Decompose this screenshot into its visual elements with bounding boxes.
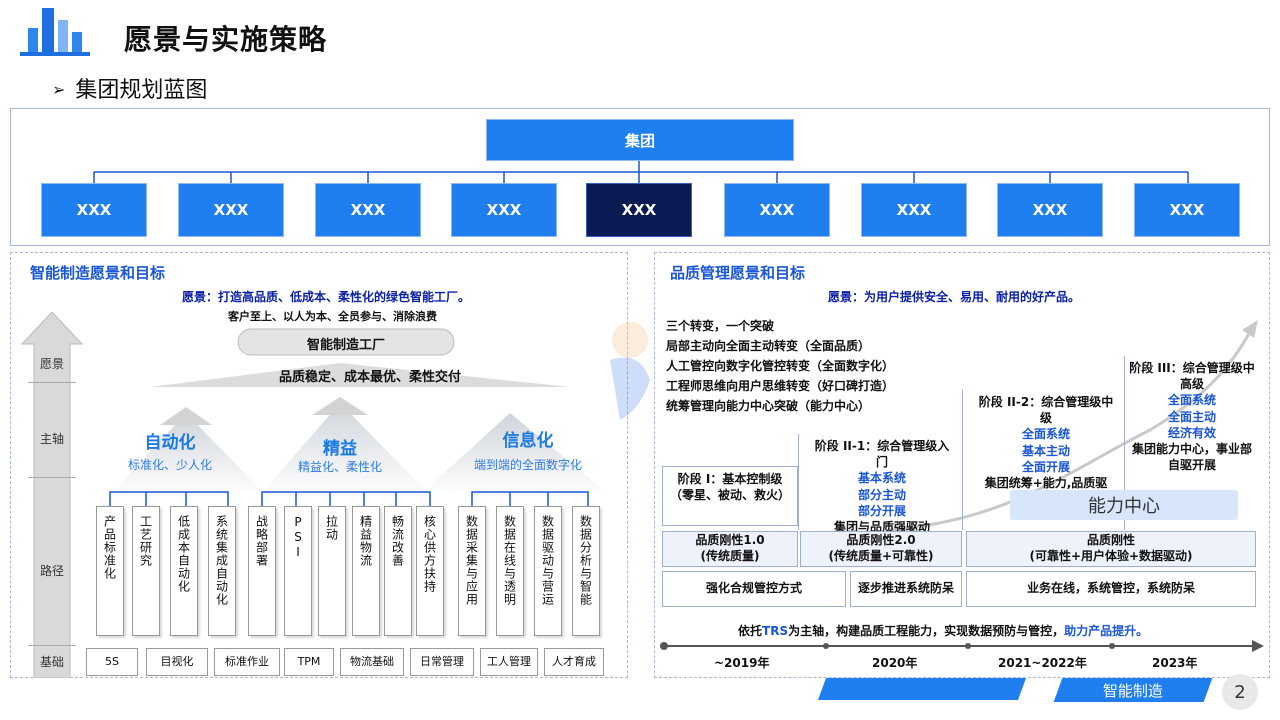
growth-curve (610, 320, 1258, 532)
path-item: 系统集成自动化 (208, 506, 236, 636)
org-connectors (93, 160, 1189, 183)
path-item: 数据驱动与营运 (534, 506, 562, 636)
org-child: XXX (178, 183, 284, 237)
measure-box: 业务在线，系统管控，系统防呆 (966, 571, 1256, 607)
base-item: 目视化 (146, 648, 208, 676)
path-brackets (109, 491, 589, 506)
year-label: 2023年 (1152, 656, 1198, 670)
base-item: 日常管理 (410, 648, 474, 676)
smart-manufacturing-panel (10, 252, 628, 678)
path-item: 数据采集与应用 (458, 506, 486, 636)
footer-tag: 智能制造 (1053, 678, 1213, 702)
org-child: XXX (1134, 183, 1240, 237)
path-item: 精益物流 (352, 506, 380, 636)
stage-divider (1124, 356, 1125, 530)
pillar-sub: 端到端的全面数字化 (473, 458, 582, 472)
side-label-base: 基础 (39, 654, 64, 669)
page-title: 愿景与实施策略 (124, 23, 328, 56)
org-child-highlighted: XXX (586, 183, 692, 237)
year-label: ~2019年 (714, 656, 770, 670)
right-panel-title: 品质管理愿景和目标 (670, 264, 806, 282)
left-vision: 愿景：打造高品质、低成本、柔性化的绿色智能工厂。 (182, 290, 471, 304)
stage-1: 阶段 I：基本控制级 （零星、被动、救火） (662, 466, 798, 526)
summary-line: 依托TRS为主轴，构建品质工程能力，实现数据预防与管控，助力产品提升。 (738, 624, 1149, 638)
path-item: 战略部署 (248, 506, 276, 636)
left-panel-title: 智能制造愿景和目标 (30, 264, 166, 282)
measure-box: 逐步推进系统防呆 (850, 571, 962, 607)
bullet-icon: ➢ (52, 80, 66, 99)
org-child: XXX (41, 183, 147, 237)
base-item: 物流基础 (340, 648, 404, 676)
org-child: XXX (451, 183, 557, 237)
path-item: 核心供方扶持 (416, 506, 444, 636)
transform-item: 人工管控向数字化管控转变（全面数字化） (666, 359, 895, 373)
capability-center: 能力中心 (1010, 490, 1238, 520)
side-label-path: 路径 (28, 496, 76, 646)
year-label: 2021~2022年 (998, 656, 1087, 670)
path-item: 低成本自动化 (170, 506, 198, 636)
path-item: 数据分析与智能 (572, 506, 600, 636)
subtitle-text: 集团规划蓝图 (75, 78, 208, 103)
pillar-title: 信息化 (502, 431, 554, 451)
pillar-title: 精益 (323, 439, 357, 459)
org-child: XXX (997, 183, 1103, 237)
path-item: PSI (284, 506, 312, 636)
transform-heading: 三个转变，一个突破 (666, 319, 775, 333)
org-child: XXX (724, 183, 830, 237)
path-item: 畅流改善 (384, 506, 412, 636)
path-item: 工艺研究 (132, 506, 160, 636)
left-motto: 客户至上、以人为本、全员参与、消除浪费 (228, 310, 437, 323)
year-label: 2020年 (872, 656, 918, 670)
side-arrow (20, 312, 84, 678)
org-child: XXX (861, 183, 967, 237)
base-item: 工人管理 (480, 648, 538, 676)
base-item: 标准作业 (214, 648, 280, 676)
transform-item: 工程师思维向用户思维转变（好口碑打造） (666, 379, 895, 393)
page-number: 2 (1222, 674, 1258, 710)
path-item: 产品标准化 (96, 506, 124, 636)
stage-divider (962, 390, 963, 530)
rigidity-box: 品质刚性1.0 (传统质量) (662, 531, 798, 567)
side-label-axis: 主轴 (28, 400, 76, 478)
quality-management-panel (654, 252, 1270, 678)
banner-smart-factory: 智能制造工厂 (306, 337, 385, 353)
stage-3: 阶段 II-2：综合管理级中级 全面系统 基本主动 全面开展 集团统筹+能力,品… (978, 395, 1114, 506)
measure-box: 强化合规管控方式 (662, 571, 846, 607)
base-item: 5S (86, 648, 138, 676)
pillar-title: 自动化 (144, 433, 196, 453)
rigidity-box: 品质刚性 (可靠性+用户体验+数据驱动) (966, 531, 1256, 567)
pillar-sub: 精益化、柔性化 (297, 460, 382, 474)
roof-graphics (110, 328, 610, 495)
pillar-sub: 标准化、少人化 (127, 458, 212, 472)
footer-bar (817, 678, 1027, 700)
right-vision: 愿景：为用户提供安全、易用、耐用的好产品。 (828, 290, 1081, 304)
path-item: 拉动 (318, 506, 346, 636)
org-chart-panel (10, 108, 1270, 246)
stage-4: 阶段 III：综合管理级中高级 全面系统 全面主动 经济有效 集团能力中心，事业… (1129, 361, 1255, 473)
timeline-axis (660, 640, 1264, 652)
base-item: TPM (284, 648, 334, 676)
transform-item: 局部主动向全面主动转变（全面品质） (666, 339, 871, 353)
logo (20, 6, 92, 58)
banner-goals: 品质稳定、成本最优、柔性交付 (278, 370, 461, 385)
path-item: 数据在线与透明 (496, 506, 524, 636)
stage-divider (798, 434, 799, 530)
side-label-vision: 愿景 (28, 345, 76, 383)
transform-item: 统筹管理向能力中心突破（能力中心） (666, 399, 871, 413)
org-root: 集团 (486, 119, 794, 161)
base-item: 人才育成 (544, 648, 604, 676)
rigidity-box: 品质刚性2.0 (传统质量+可靠性) (800, 531, 962, 567)
stage-2: 阶段 II-1：综合管理级入门 基本系统 部分主动 部分开展 集团与品质强驱动 (814, 439, 950, 534)
page-subtitle: ➢ 集团规划蓝图 (52, 72, 207, 104)
org-child: XXX (315, 183, 421, 237)
